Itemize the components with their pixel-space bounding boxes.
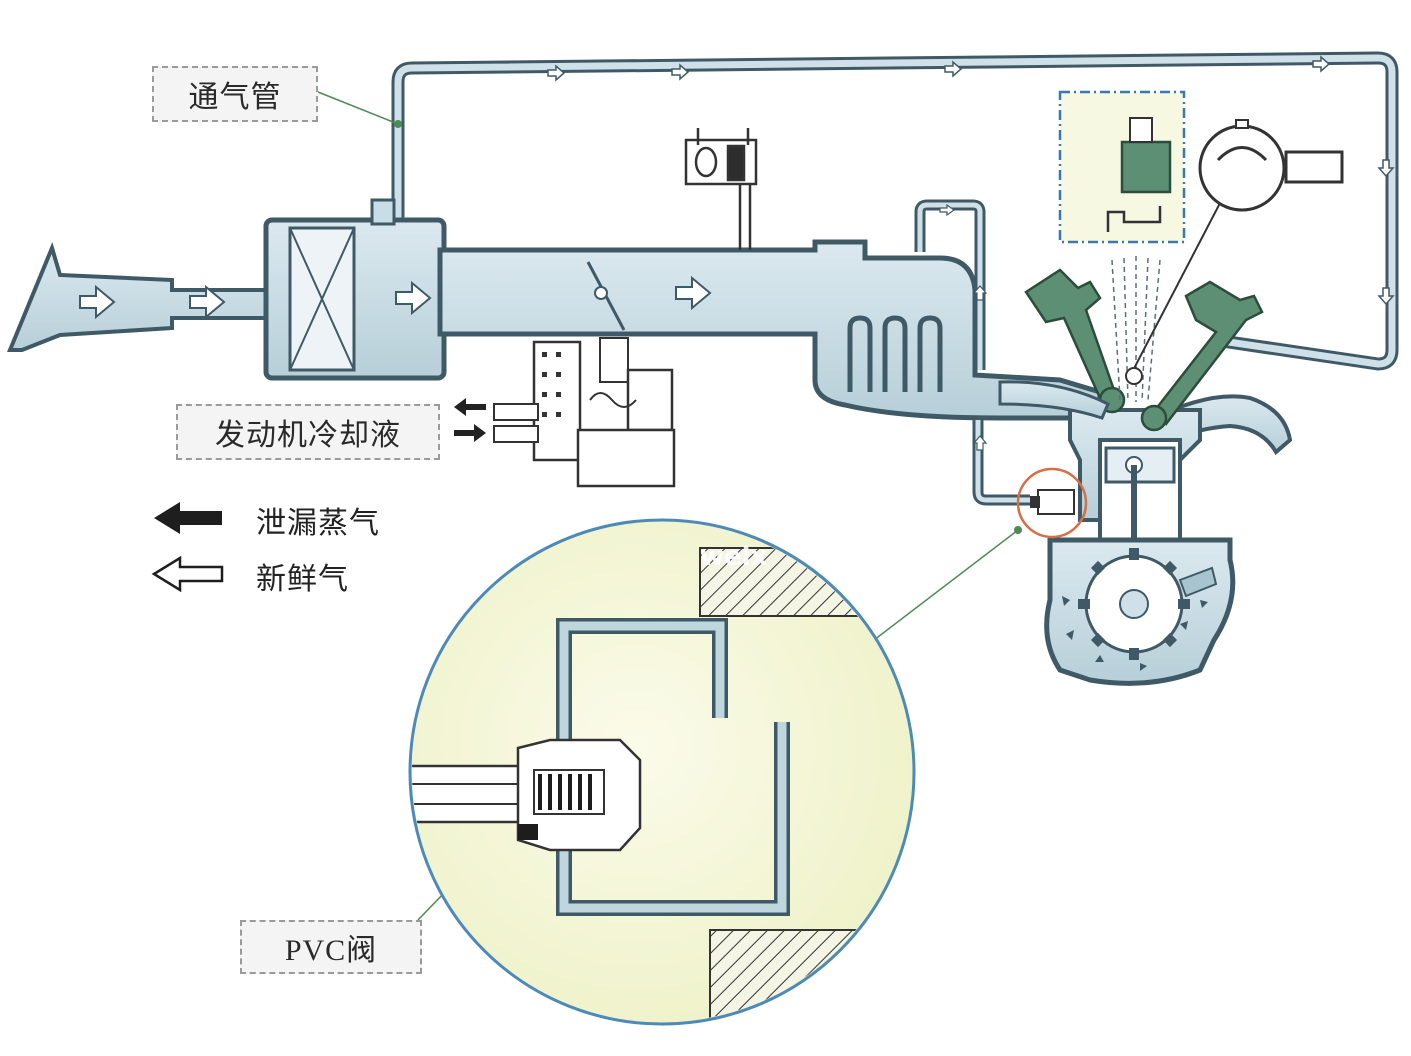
fuel-injectors	[1024, 268, 1264, 432]
coolant-in-arrow-icon	[454, 424, 486, 442]
pcv-hose	[914, 199, 1030, 506]
air-inlet	[7, 241, 270, 352]
filled-arrow-icon	[154, 502, 222, 534]
air-filter-box	[263, 198, 447, 381]
fresh-air-arrow-icon	[189, 284, 226, 320]
flow-arrow-icon	[1312, 55, 1331, 73]
label-pvc-valve: PVC阀	[240, 920, 422, 974]
flow-arrow-icon	[1377, 287, 1395, 306]
flow-arrow-icon	[972, 435, 988, 451]
idle-control-unit	[684, 128, 758, 250]
legend-label-fresh-air: 新鲜气	[256, 562, 349, 597]
label-breather-pipe: 通气管	[152, 66, 318, 122]
breather-pipe	[391, 51, 1399, 371]
flow-arrow-icon	[972, 285, 988, 301]
flow-arrow-icon	[939, 203, 956, 217]
flow-arrow-icon	[671, 63, 690, 81]
fresh-air-arrow-icon	[79, 284, 116, 320]
leader-dot	[1014, 526, 1022, 534]
outline-arrow-icon	[151, 555, 224, 593]
flow-arrow-icon	[547, 64, 566, 82]
distributor-cap	[1198, 119, 1344, 212]
spark-indicator	[1125, 367, 1143, 385]
control-valve-box	[1058, 90, 1186, 244]
intake-port	[998, 380, 1110, 420]
flow-arrow-icon	[1377, 159, 1395, 178]
coolant-out-arrow-icon	[454, 398, 486, 416]
label-engine-coolant: 发动机冷却液	[176, 404, 440, 460]
pcv-detail-magnified: weix	[408, 518, 916, 1026]
leader-dot	[394, 120, 402, 128]
throttle-body-coolant-block	[454, 337, 676, 488]
intake-duct	[79, 239, 1103, 421]
pcv-valve-highlight	[1016, 467, 1088, 539]
legend: 泄漏蒸气 新鲜气	[150, 498, 410, 598]
engine-cylinder	[1044, 394, 1293, 686]
fresh-air-arrow-icon	[395, 280, 432, 316]
legend-label-blow-by: 泄漏蒸气	[256, 506, 380, 541]
watermark-text: weix	[700, 542, 768, 572]
indicator-line	[1127, 179, 1233, 381]
flow-arrow-icon	[944, 60, 963, 78]
fresh-air-arrow-icon	[675, 275, 712, 311]
